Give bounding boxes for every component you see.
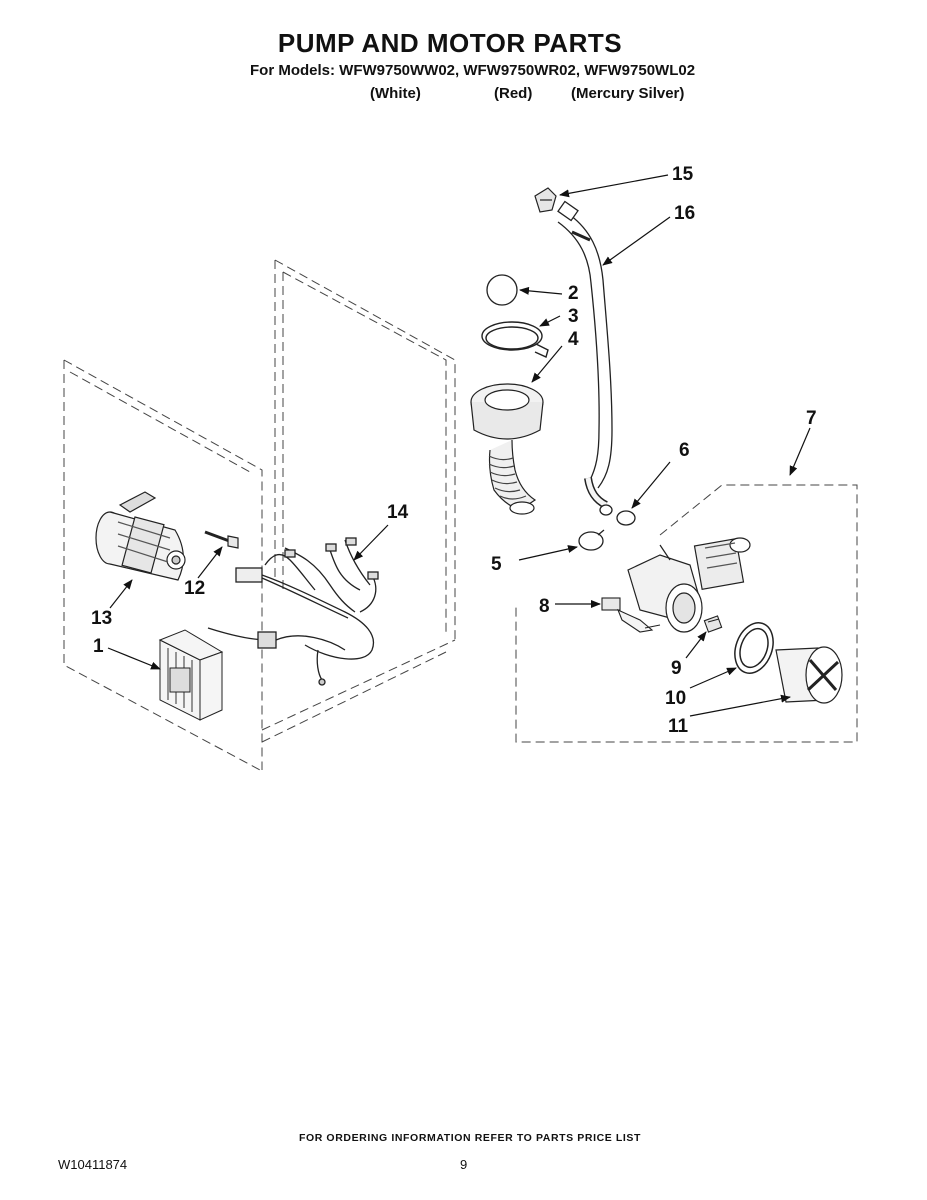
clamp-ring-part bbox=[578, 529, 605, 551]
page-title: PUMP AND MOTOR PARTS bbox=[277, 28, 623, 58]
callout-12: 12 bbox=[184, 578, 205, 599]
callout-16: 16 bbox=[674, 203, 695, 224]
bolt-part bbox=[204, 530, 239, 549]
callout-10: 10 bbox=[665, 688, 686, 709]
callout-15: 15 bbox=[672, 164, 694, 185]
callout-2: 2 bbox=[568, 283, 579, 304]
callout-4: 4 bbox=[568, 329, 579, 350]
document-number: W10411874 bbox=[58, 1157, 128, 1172]
leader-lines bbox=[107, 174, 811, 717]
plug-part bbox=[703, 615, 723, 633]
color-label-mercury-silver: (Mercury Silver) bbox=[571, 85, 685, 102]
motor-part bbox=[95, 491, 186, 581]
callout-7: 7 bbox=[806, 408, 817, 429]
callout-3: 3 bbox=[568, 306, 579, 327]
cap-part bbox=[486, 274, 518, 306]
pump-assembly-boundary bbox=[515, 484, 858, 743]
drain-filter-part bbox=[775, 646, 843, 704]
wire-harness-part bbox=[207, 537, 379, 686]
callout-5: 5 bbox=[491, 554, 502, 575]
drain-hose-part bbox=[557, 200, 613, 509]
gasket-part bbox=[734, 622, 774, 674]
cabinet-outline bbox=[63, 259, 456, 771]
ordering-note: FOR ORDERING INFORMATION REFER TO PARTS … bbox=[298, 1132, 642, 1144]
drain-pump-part bbox=[627, 537, 751, 633]
sensor-bracket-part bbox=[601, 597, 661, 633]
clamp-part bbox=[481, 321, 549, 358]
callout-14: 14 bbox=[387, 502, 409, 523]
models-line: For Models: WFW9750WW02, WFW9750WR02, WF… bbox=[250, 62, 696, 79]
callout-9: 9 bbox=[671, 658, 682, 679]
page-number: 9 bbox=[460, 1157, 468, 1172]
filter-block-part bbox=[158, 629, 224, 721]
tub-boot-part bbox=[470, 383, 544, 515]
color-label-red: (Red) bbox=[494, 85, 533, 102]
callout-13: 13 bbox=[91, 608, 112, 629]
hose-clamp-part bbox=[599, 504, 636, 526]
callout-6: 6 bbox=[679, 440, 690, 461]
callout-8: 8 bbox=[539, 596, 550, 617]
callout-11: 11 bbox=[668, 716, 689, 737]
hose-clip-part bbox=[534, 187, 557, 213]
callout-1: 1 bbox=[93, 636, 104, 657]
color-label-white: (White) bbox=[370, 85, 421, 102]
